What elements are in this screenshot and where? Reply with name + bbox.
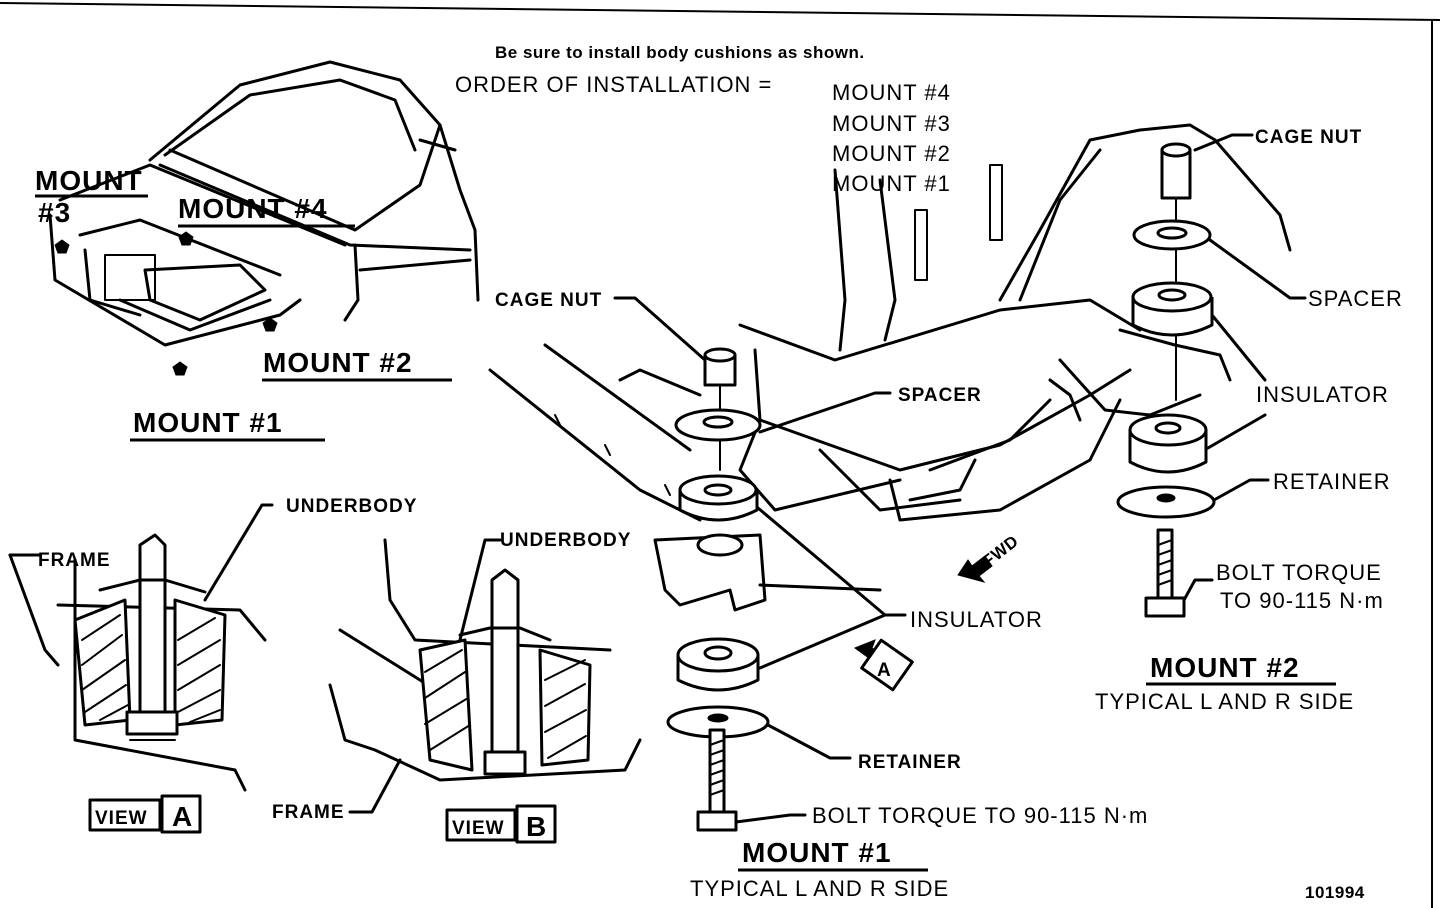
mount1-exploded-stack xyxy=(666,347,770,832)
frame-rail-sketch xyxy=(488,123,1292,612)
view-b-caption-word: VIEW xyxy=(452,818,505,839)
order-item-3: MOUNT #2 xyxy=(832,141,951,166)
vehicle-callout-mount3-line1: MOUNT xyxy=(35,165,143,196)
view-b-section xyxy=(328,538,642,782)
vehicle-callout-mount3-line2: #3 xyxy=(38,197,71,228)
mount2-retainer-label: RETAINER xyxy=(1273,469,1391,494)
mount2-spacer-leader xyxy=(1208,238,1307,300)
mount1-spacer-label: SPACER xyxy=(898,385,982,406)
view-b-letter-box xyxy=(515,804,557,844)
view-a-underbody-label: UNDERBODY xyxy=(286,496,417,517)
mount1-spacer-leader xyxy=(758,391,892,434)
view-b-frame-label: FRAME xyxy=(272,802,345,823)
view-a-frame-label: FRAME xyxy=(38,550,111,571)
view-a-caption-letter: A xyxy=(172,801,193,832)
vehicle-callout-mount2: MOUNT #2 xyxy=(263,347,413,378)
view-b-caption-box xyxy=(445,808,517,842)
mount1-retainer-label: RETAINER xyxy=(858,752,962,773)
mount2-bolt-label-line1: BOLT TORQUE xyxy=(1216,560,1382,585)
mount1-title: MOUNT #1 xyxy=(742,837,892,868)
view-a-underbody-leader xyxy=(203,503,274,602)
view-b-frame-leader xyxy=(348,758,402,814)
fwd-arrow: FWD xyxy=(957,531,1022,583)
fwd-arrow-icon xyxy=(957,555,993,583)
order-item-4: MOUNT #1 xyxy=(832,171,951,196)
mount2-spacer-label: SPACER xyxy=(1308,286,1403,311)
mount1-subtitle: TYPICAL L AND R SIDE xyxy=(690,876,949,901)
install-note: Be sure to install body cushions as show… xyxy=(495,43,865,62)
mount1-cage-nut-label: CAGE NUT xyxy=(495,290,602,311)
mount2-insulator-leader-upper xyxy=(1210,313,1267,382)
mount2-insulator-leader-lower xyxy=(1206,413,1267,450)
mount2-exploded-stack xyxy=(1116,142,1216,618)
view-a-caption-word: VIEW xyxy=(95,808,148,829)
mount1-insulator-leader-upper xyxy=(756,506,907,617)
order-item-1: MOUNT #4 xyxy=(832,80,951,105)
mount1-insulator-label: INSULATOR xyxy=(910,607,1043,632)
mount1-insulator-leader-lower xyxy=(758,613,887,670)
mount2-retainer-leader xyxy=(1212,478,1270,502)
mount2-bolt-label-line2: TO 90-115 N·m xyxy=(1220,588,1384,613)
figure-number: 101994 xyxy=(1305,883,1365,902)
mount2-insulator-label: INSULATOR xyxy=(1256,382,1389,407)
view-a-letter-box xyxy=(160,794,202,834)
mount1-bolt-leader xyxy=(734,813,807,824)
order-item-2: MOUNT #3 xyxy=(832,111,951,136)
mount2-subtitle: TYPICAL L AND R SIDE xyxy=(1095,689,1354,714)
view-ref-arrow-label: A xyxy=(877,660,892,681)
vehicle-callout-mount1: MOUNT #1 xyxy=(133,407,283,438)
view-a-section xyxy=(8,533,267,792)
mount2-title: MOUNT #2 xyxy=(1150,652,1300,683)
mount1-bolt-label: BOLT TORQUE TO 90-115 N·m xyxy=(812,803,1148,828)
view-b-underbody-label: UNDERBODY xyxy=(500,530,631,551)
view-b-underbody-leader xyxy=(458,538,502,642)
mount2-bolt-leader xyxy=(1182,578,1214,602)
mount2-cage-nut-leader xyxy=(1193,133,1254,152)
view-ref-arrow: A xyxy=(853,638,914,692)
top-border xyxy=(0,2,1440,21)
mount1-cage-nut-leader xyxy=(613,296,707,362)
view-b-caption-letter: B xyxy=(526,811,547,842)
view-a-caption-box xyxy=(88,798,162,832)
mount2-cage-nut-label: CAGE NUT xyxy=(1255,127,1362,148)
vehicle-sketch xyxy=(48,60,480,376)
order-label: ORDER OF INSTALLATION = xyxy=(455,72,772,97)
mount1-retainer-leader xyxy=(766,723,852,760)
vehicle-callout-mount4: MOUNT #4 xyxy=(178,193,328,224)
fwd-arrow-label: FWD xyxy=(979,531,1022,571)
